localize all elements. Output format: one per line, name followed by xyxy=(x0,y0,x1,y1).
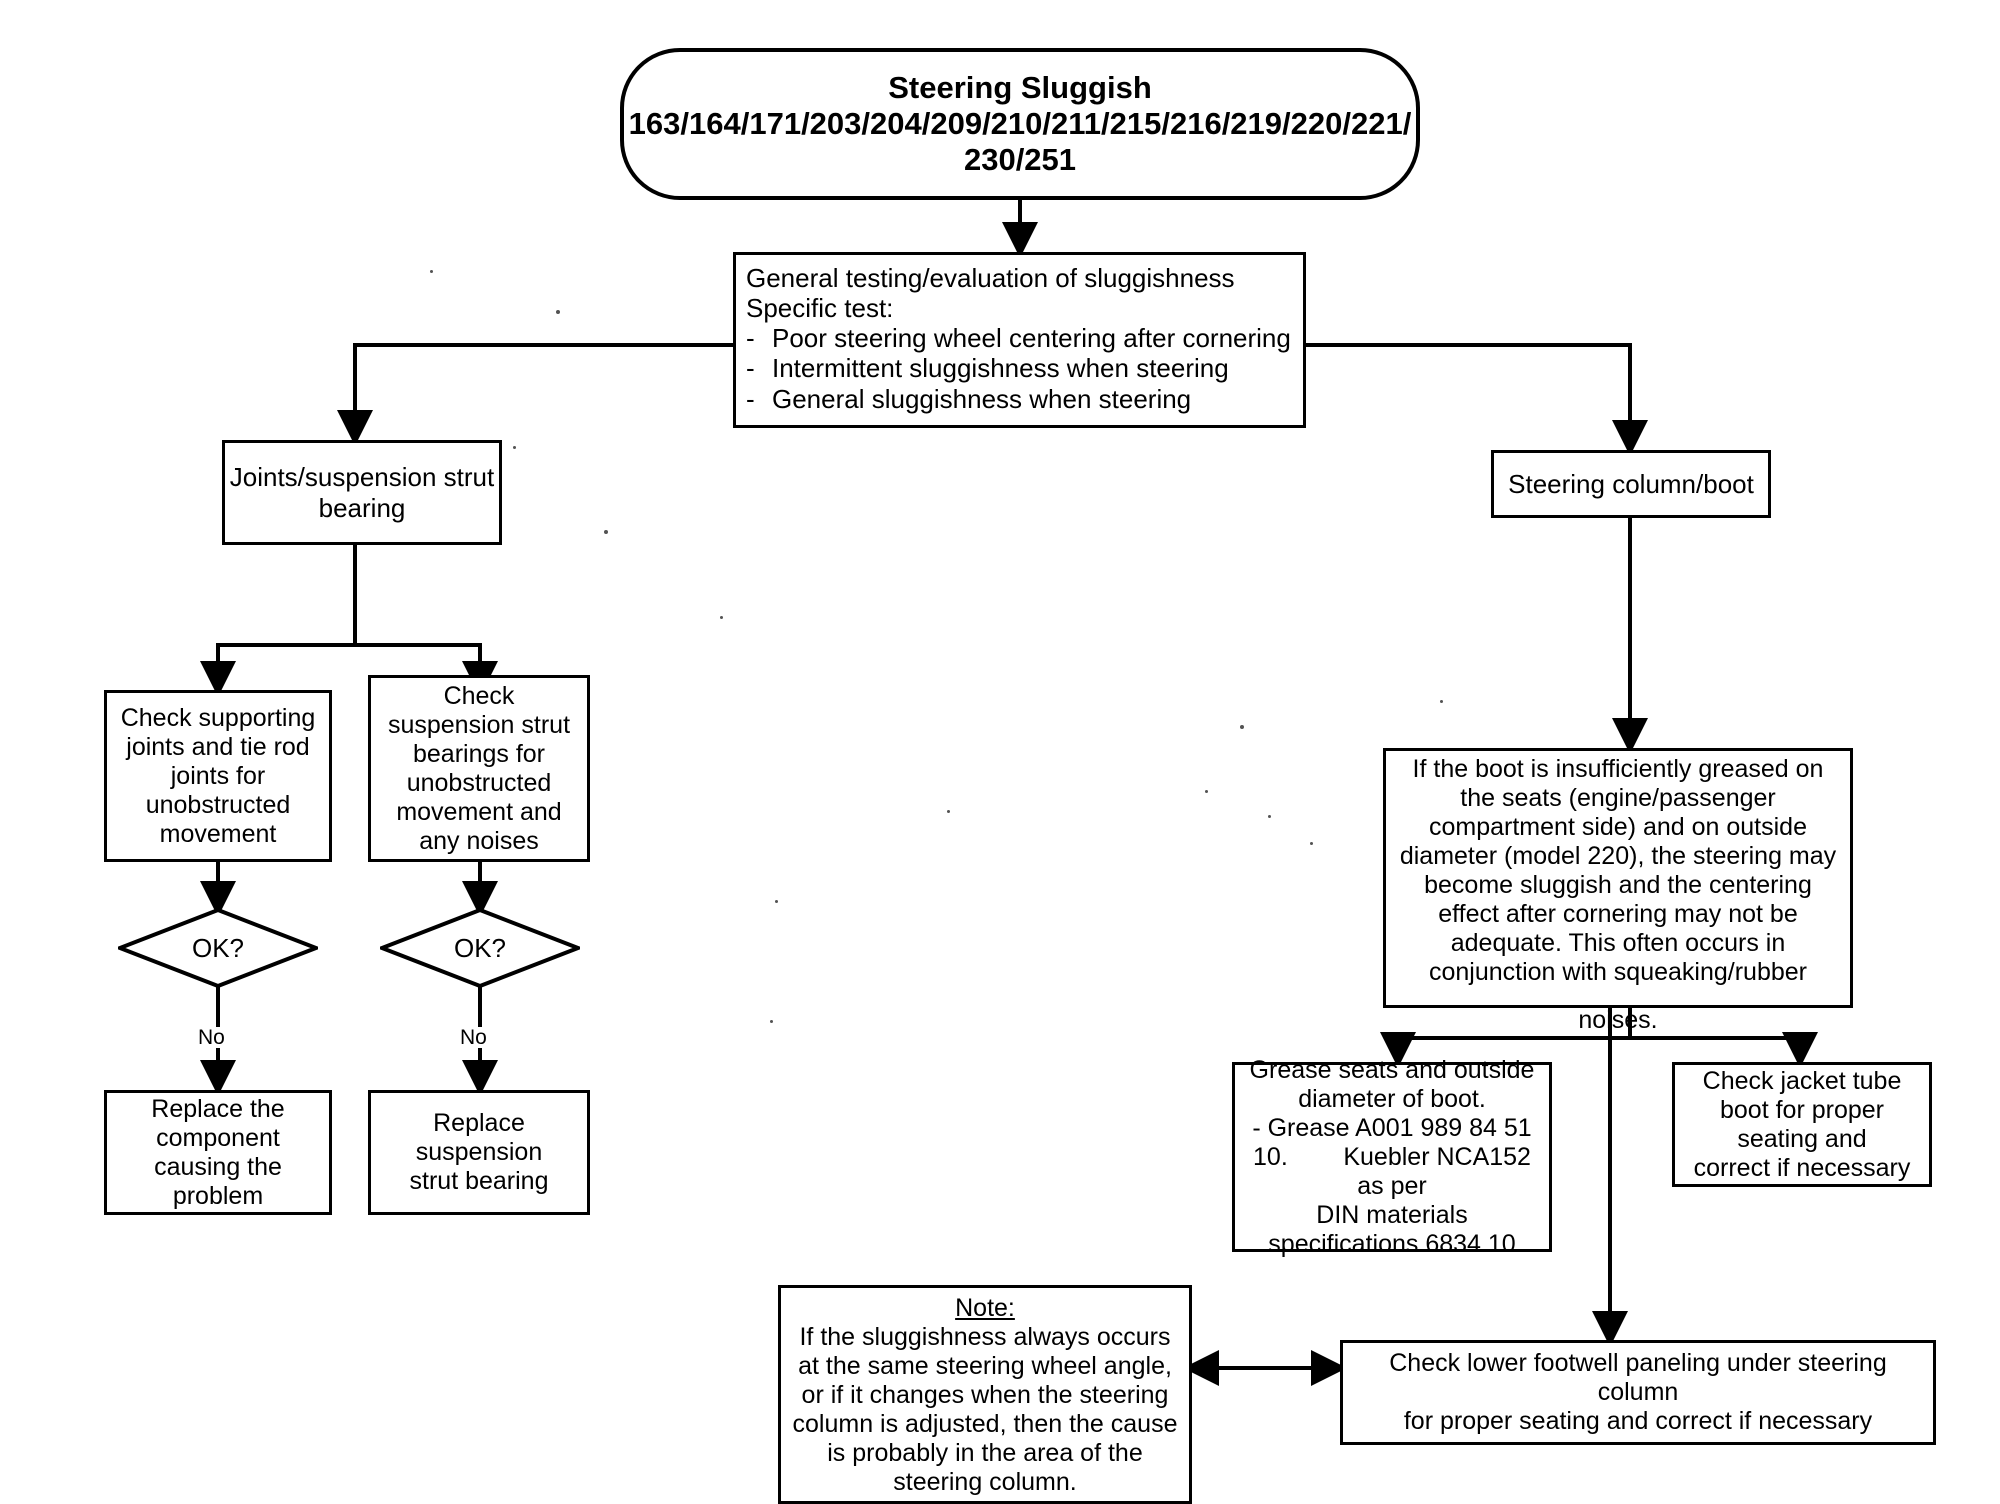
jacket-tube-line-4: correct if necessary xyxy=(1693,1153,1911,1182)
boot-info-line-5: become sluggish and the centering xyxy=(1424,871,1812,899)
general-testing-bullet-2: - Intermittent sluggishness when steerin… xyxy=(746,353,1303,383)
bullet-marker: - xyxy=(746,353,755,384)
grease-seats-box: Grease seats and outside diameter of boo… xyxy=(1232,1056,1552,1258)
boot-insufficiently-greased-box: If the boot is insufficiently greased on… xyxy=(1383,748,1853,1008)
title-line-3: 230/251 xyxy=(963,141,1077,177)
scan-speck xyxy=(556,310,560,314)
general-testing-heading-1: General testing/evaluation of sluggishne… xyxy=(746,263,1235,293)
bullet-text: Poor steering wheel centering after corn… xyxy=(772,323,1291,354)
ok-decision-left-label: OK? xyxy=(191,932,245,963)
bullet-marker: - xyxy=(746,323,755,354)
ok-decision-right-label: OK? xyxy=(453,932,507,963)
grease-seats-line-5: as per xyxy=(1357,1171,1427,1200)
grease-seats-line-2: diameter of boot. xyxy=(1298,1084,1486,1113)
general-testing-bullet-3: - General sluggishness when steering xyxy=(746,384,1303,414)
footwell-line-1: Check lower footwell paneling under stee… xyxy=(1389,1349,1887,1377)
scan-speck xyxy=(430,270,433,273)
check-strut-line-3: bearings for xyxy=(412,739,546,768)
scan-speck xyxy=(770,1020,773,1023)
jacket-tube-line-1: Check jacket tube xyxy=(1702,1066,1902,1095)
steering-column-boot-box: Steering column/boot xyxy=(1491,450,1771,518)
jacket-tube-line-2: boot for proper xyxy=(1720,1095,1884,1124)
steering-column-line-1: Steering column/boot xyxy=(1508,468,1754,499)
grease-seats-line-1: Grease seats and outside xyxy=(1249,1055,1535,1084)
replace-suspension-strut-bearing-box: Replace suspension strut bearing xyxy=(368,1090,590,1215)
check-supporting-line-3: joints for xyxy=(170,761,266,790)
replace-component-line-3: causing the xyxy=(154,1152,282,1181)
grease-seats-line-6: DIN materials xyxy=(1316,1200,1468,1229)
check-supporting-line-5: movement xyxy=(159,819,277,848)
grease-seats-line-7: specifications 6834.10 xyxy=(1268,1229,1516,1258)
note-box: Note: If the sluggishness always occurs … xyxy=(778,1285,1192,1504)
joints-suspension-strut-bearing-box: Joints/suspension strut bearing xyxy=(222,440,502,545)
check-strut-line-4: unobstructed xyxy=(406,768,552,797)
general-testing-heading-2: Specific test: xyxy=(746,293,894,324)
bullet-marker: - xyxy=(746,383,755,414)
bullet-text: Intermittent sluggishness when steering xyxy=(772,353,1229,384)
boot-info-line-8: conjunction with squeaking/rubber xyxy=(1428,958,1807,986)
check-strut-line-6: any noises xyxy=(419,826,539,855)
replace-component-line-1: Replace the xyxy=(151,1094,285,1123)
scan-speck xyxy=(1240,725,1244,729)
replace-strut-line-2: suspension xyxy=(415,1138,543,1166)
bullet-text: General sluggishness when steering xyxy=(772,383,1192,414)
check-lower-footwell-paneling-box: Check lower footwell paneling under stee… xyxy=(1340,1340,1936,1445)
scan-speck xyxy=(775,900,778,903)
ok-decision-left: OK? xyxy=(118,908,318,988)
boot-info-line-4: diameter (model 220), the steering may xyxy=(1399,842,1837,870)
check-supporting-line-2: joints and tie rod xyxy=(126,732,310,761)
boot-info-overflow-line: noises. xyxy=(1578,1006,1658,1034)
note-line-2: at the same steering wheel angle, xyxy=(798,1352,1172,1380)
note-line-4: column is adjusted, then the cause xyxy=(792,1410,1178,1438)
scan-speck xyxy=(1440,700,1443,703)
no-label-right: No xyxy=(458,1026,489,1049)
ok-decision-right: OK? xyxy=(380,908,580,988)
check-strut-line-2: suspension strut xyxy=(387,710,571,739)
check-suspension-strut-bearings-box: Check suspension strut bearings for unob… xyxy=(368,675,590,862)
scan-speck xyxy=(1268,815,1271,818)
check-jacket-tube-boot-box: Check jacket tube boot for proper seatin… xyxy=(1672,1062,1932,1187)
note-line-3: or if it changes when the steering xyxy=(801,1381,1169,1409)
scan-speck xyxy=(947,810,950,813)
joints-line-2: bearing xyxy=(318,492,406,523)
boot-info-line-6: effect after cornering may not be xyxy=(1438,900,1798,928)
general-testing-bullet-1: - Poor steering wheel centering after co… xyxy=(746,323,1303,353)
general-testing-box: General testing/evaluation of sluggishne… xyxy=(733,252,1306,428)
check-supporting-line-1: Check supporting xyxy=(120,703,316,732)
scan-speck xyxy=(1310,842,1313,845)
joints-line-1: Joints/suspension strut xyxy=(229,462,495,493)
note-line-5: is probably in the area of the xyxy=(827,1439,1143,1467)
note-heading: Note: xyxy=(955,1294,1015,1322)
check-supporting-line-4: unobstructed xyxy=(145,790,291,819)
scan-speck xyxy=(720,616,723,619)
no-label-left: No xyxy=(196,1026,227,1049)
diamond-shape xyxy=(118,908,318,988)
replace-component-box: Replace the component causing the proble… xyxy=(104,1090,332,1215)
scan-speck xyxy=(1205,790,1208,793)
check-strut-line-1: Check xyxy=(443,681,515,710)
note-line-6: steering column. xyxy=(893,1468,1077,1496)
steering-sluggish-title: Steering Sluggish 163/164/171/203/204/20… xyxy=(620,48,1420,200)
diamond-shape xyxy=(380,908,580,988)
replace-strut-line-1: Replace xyxy=(433,1109,525,1137)
grease-seats-line-3: - Grease A001 989 84 51 xyxy=(1252,1113,1532,1142)
footwell-line-3: for proper seating and correct if necess… xyxy=(1403,1407,1873,1435)
grease-seats-line-4: 10. Kuebler NCA152 xyxy=(1253,1142,1531,1171)
jacket-tube-line-3: seating and xyxy=(1737,1124,1867,1153)
scan-speck xyxy=(604,530,608,534)
boot-info-line-7: adequate. This often occurs in xyxy=(1450,929,1786,957)
note-line-1: If the sluggishness always occurs xyxy=(799,1323,1171,1351)
boot-info-line-1: If the boot is insufficiently greased on xyxy=(1412,755,1824,783)
check-supporting-joints-box: Check supporting joints and tie rod join… xyxy=(104,690,332,862)
check-strut-line-5: movement and xyxy=(396,797,562,826)
replace-strut-line-3: strut bearing xyxy=(409,1167,549,1195)
replace-component-line-2: component xyxy=(156,1123,280,1152)
footwell-line-2: column xyxy=(1597,1378,1679,1406)
title-line-2: 163/164/171/203/204/209/210/211/215/216/… xyxy=(628,106,1412,142)
scan-speck xyxy=(513,446,516,449)
replace-component-line-4: problem xyxy=(172,1181,264,1210)
boot-info-line-3: compartment side) and on outside xyxy=(1429,813,1807,841)
title-line-1: Steering Sluggish xyxy=(888,70,1152,106)
boot-info-line-2: the seats (engine/passenger xyxy=(1460,784,1776,812)
